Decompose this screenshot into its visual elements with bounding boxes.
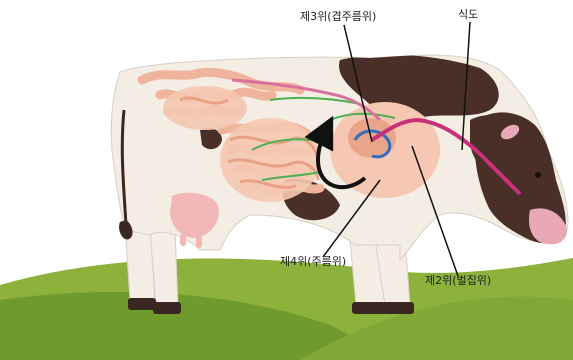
label-reticulum: 제2위(벌집위): [423, 274, 493, 288]
label-abomasum: 제4위(주름위): [278, 255, 348, 269]
cow-head: [475, 112, 567, 244]
label-omasum: 제3위(겹주름위): [298, 10, 378, 24]
label-esophagus: 식도: [456, 8, 480, 22]
